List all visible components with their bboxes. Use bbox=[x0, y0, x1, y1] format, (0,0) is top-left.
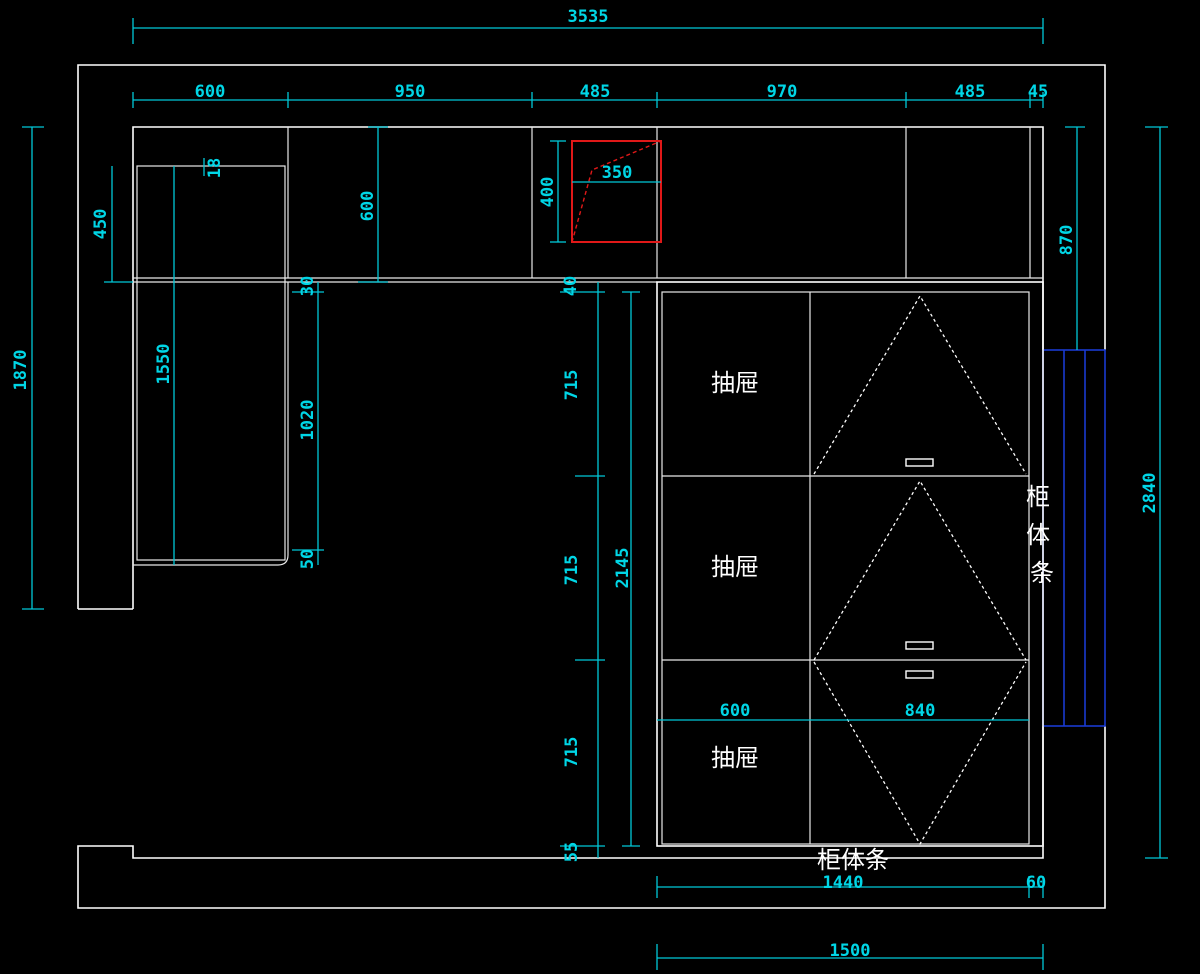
dimension-texts: 3535 600 950 485 970 485 45 1870 2840 87… bbox=[11, 7, 1160, 961]
dim-box-400: 400 bbox=[538, 177, 558, 208]
dim-col-1550: 1550 bbox=[154, 344, 174, 385]
dim-col-30: 30 bbox=[298, 276, 318, 296]
dim-seg-485b: 485 bbox=[955, 82, 986, 102]
dim-v-55: 55 bbox=[562, 842, 582, 862]
dim-w-840: 840 bbox=[905, 701, 936, 721]
dim-w-600: 600 bbox=[720, 701, 751, 721]
dim-right-height: 2840 bbox=[1140, 473, 1160, 514]
dimension-lines bbox=[22, 18, 1168, 970]
dim-v-715a: 715 bbox=[562, 370, 582, 401]
drawer-handles bbox=[905, 458, 934, 679]
highlight-box bbox=[571, 140, 662, 243]
bottom-strip-label: 柜体条 bbox=[817, 846, 889, 874]
dim-upper-450: 450 bbox=[91, 209, 111, 240]
dim-upper-18: 18 bbox=[205, 158, 225, 178]
dim-bottom-1500: 1500 bbox=[830, 941, 871, 961]
dim-v-715c: 715 bbox=[562, 737, 582, 768]
door-swings bbox=[813, 294, 1027, 846]
right-cabinet bbox=[656, 281, 1044, 847]
labels: 抽屉 抽屉 抽屉 柜体条 柜 体 条 bbox=[711, 369, 1058, 874]
side-strip-label: 柜 体 条 bbox=[1026, 483, 1058, 587]
drawer-label-1: 抽屉 bbox=[711, 369, 759, 397]
dim-left-height: 1870 bbox=[11, 350, 31, 391]
dim-box-350: 350 bbox=[602, 163, 633, 183]
dim-seg-970: 970 bbox=[767, 82, 798, 102]
dim-v-2145: 2145 bbox=[613, 548, 633, 589]
dim-upper-600: 600 bbox=[358, 191, 378, 222]
dim-seg-950: 950 bbox=[395, 82, 426, 102]
drawer-label-2: 抽屉 bbox=[711, 553, 759, 581]
upper-cabinets bbox=[133, 127, 1043, 283]
dim-col-1020: 1020 bbox=[298, 400, 318, 441]
dim-bottom-60: 60 bbox=[1026, 873, 1046, 893]
room-walls bbox=[77, 64, 1106, 909]
dim-seg-45: 45 bbox=[1028, 82, 1048, 102]
dim-col-50: 50 bbox=[298, 549, 318, 569]
dim-bottom-1440: 1440 bbox=[823, 873, 864, 893]
dim-v-40: 40 bbox=[561, 276, 581, 296]
dim-right-870: 870 bbox=[1057, 225, 1077, 256]
drawer-label-3: 抽屉 bbox=[711, 744, 759, 772]
dim-v-715b: 715 bbox=[562, 555, 582, 586]
left-tall-cabinet bbox=[133, 165, 289, 566]
dim-total-width: 3535 bbox=[568, 7, 609, 27]
dim-seg-485a: 485 bbox=[580, 82, 611, 102]
dim-seg-600: 600 bbox=[195, 82, 226, 102]
